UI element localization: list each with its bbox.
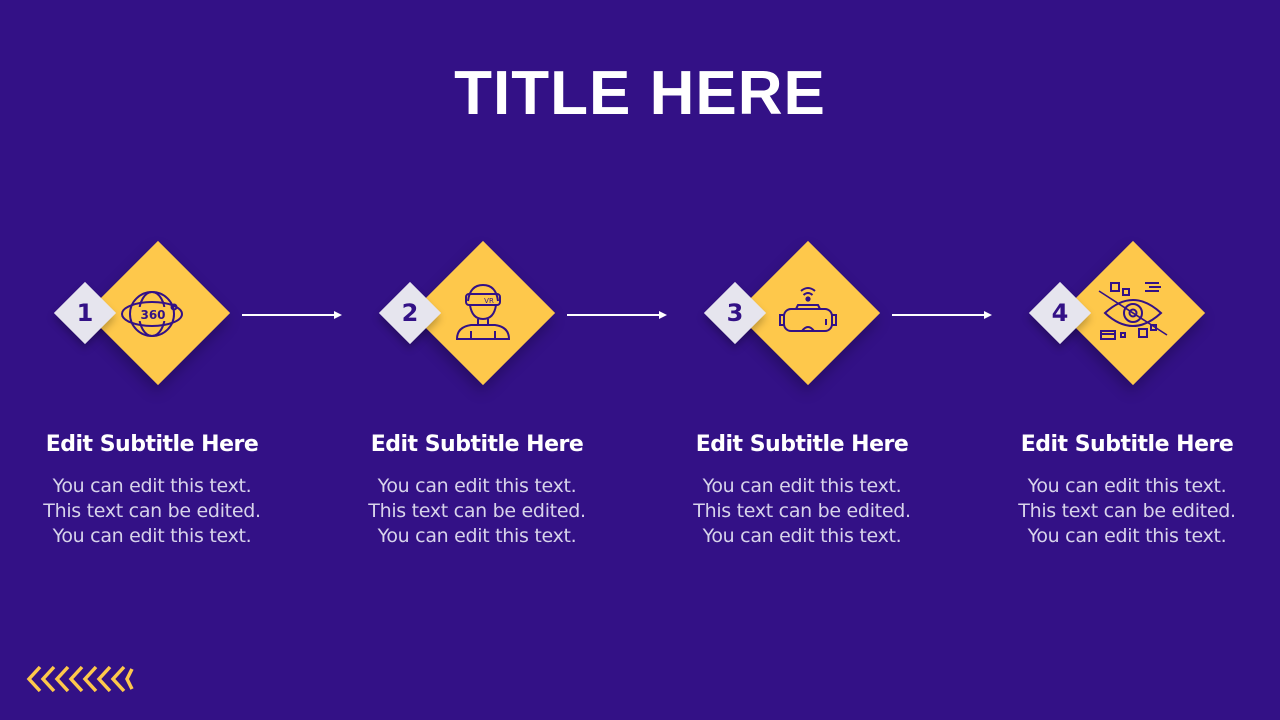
arrow-right-icon — [242, 311, 342, 319]
step-2: 2 VR Edit Subtitle Here You can edit thi… — [352, 240, 602, 560]
step-4-number: 4 — [1051, 299, 1069, 327]
step-2-line-1: You can edit this text. — [377, 475, 577, 497]
step-3-line-3: You can edit this text. — [702, 525, 902, 547]
step-3-subtitle: Edit Subtitle Here — [695, 432, 909, 457]
arrow-right-icon — [892, 311, 992, 319]
svg-text:360: 360 — [140, 308, 165, 322]
step-4-line-3: You can edit this text. — [1027, 525, 1227, 547]
step-1-line-1: You can edit this text. — [52, 475, 252, 497]
step-1-line-2: This text can be edited. — [43, 500, 261, 522]
step-3: 3 Edit Subtitle Here You can edit this t… — [677, 240, 927, 560]
slide-title: TITLE HERE — [454, 59, 826, 128]
step-1-description: You can edit this text. This text can be… — [22, 474, 282, 549]
360-view-icon: 360 — [118, 281, 198, 345]
arrow-right-icon — [567, 311, 667, 319]
step-4-subtitle: Edit Subtitle Here — [1020, 432, 1234, 457]
step-2-subtitle: Edit Subtitle Here — [370, 432, 584, 457]
step-1-number: 1 — [76, 299, 94, 327]
step-2-line-3: You can edit this text. — [377, 525, 577, 547]
svg-text:VR: VR — [484, 297, 494, 305]
step-4-description: You can edit this text. This text can be… — [997, 474, 1257, 549]
step-4-line-1: You can edit this text. — [1027, 475, 1227, 497]
step-2-description: You can edit this text. This text can be… — [347, 474, 607, 549]
step-3-line-1: You can edit this text. — [702, 475, 902, 497]
corner-decoration — [1278, 0, 1280, 140]
step-3-line-2: This text can be edited. — [693, 500, 911, 522]
vr-headset-person-icon: VR — [443, 281, 523, 345]
chevron-left-icon — [26, 665, 134, 693]
step-3-description: You can edit this text. This text can be… — [672, 474, 932, 549]
step-3-number: 3 — [726, 299, 744, 327]
step-2-number: 2 — [401, 299, 419, 327]
virtual-eye-icon — [1093, 281, 1173, 345]
step-1: 1 360 Edit Subtitle Here You can edit th… — [27, 240, 277, 560]
step-2-line-2: This text can be edited. — [368, 500, 586, 522]
wireless-vr-goggles-icon — [768, 281, 848, 345]
step-4-line-2: This text can be edited. — [1018, 500, 1236, 522]
step-1-line-3: You can edit this text. — [52, 525, 252, 547]
step-4: 4 Edit Subtitle Here You can edit this t… — [1002, 240, 1252, 560]
step-1-subtitle: Edit Subtitle Here — [45, 432, 259, 457]
